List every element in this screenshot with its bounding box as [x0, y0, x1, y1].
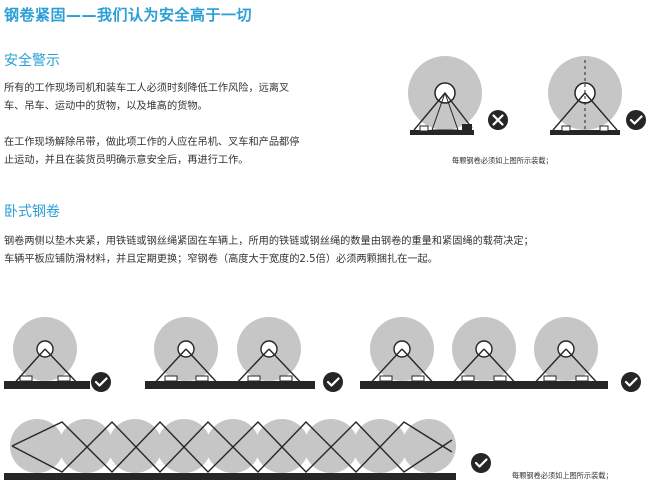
page-title: 钢卷紧固——我们认为安全高于一切: [4, 6, 253, 24]
check-icon: [624, 108, 648, 132]
safety-paragraph-1: 所有的工作现场司机和装车工人必须时刻降低工作风险，远离叉 车、吊车、运动中的货物…: [4, 80, 374, 116]
wrong-loading-diagram: [408, 56, 510, 135]
horizontal-heading: 卧式钢卷: [4, 204, 60, 220]
cross-icon: [486, 108, 510, 132]
safety-paragraph-2: 在工作现场解除吊带，做此项工作的人应在吊机、叉车和产品都停 止运动，并且在装货员…: [4, 134, 374, 170]
check-icon: [469, 451, 493, 475]
coil-chain-diagram: [4, 419, 493, 480]
check-icon: [321, 370, 345, 394]
safety-paragraph-2-line-2: 止运动，并且在装货员明确示意安全后，再进行工作。: [4, 155, 249, 166]
safety-paragraph-2-line-1: 在工作现场解除吊带，做此项工作的人应在吊机、叉车和产品都停: [4, 137, 300, 148]
check-icon: [619, 370, 643, 394]
single-coil-diagram: [4, 317, 113, 394]
safety-paragraph-1-line-1: 所有的工作现场司机和装车工人必须时刻降低工作风险，远离叉: [4, 83, 290, 94]
horizontal-paragraph: 钢卷两侧以垫木夹紧，用铁链或钢丝绳紧固在车辆上，所用的铁链或钢丝绳的数量由钢卷的…: [4, 233, 534, 269]
safety-heading: 安全警示: [4, 53, 60, 69]
check-icon: [89, 370, 113, 394]
horizontal-caption: 每颗钢卷必须如上图所示装载；: [512, 471, 613, 480]
two-coils-diagram: [145, 317, 345, 394]
three-coils-diagram: [360, 317, 643, 394]
horizontal-paragraph-line-2: 车辆平板应铺防滑材料，并且定期更换；窄钢卷（高度大于宽度的2.5倍）必须两颗捆扎…: [4, 254, 438, 265]
horizontal-paragraph-line-1: 钢卷两侧以垫木夹紧，用铁链或钢丝绳紧固在车辆上，所用的铁链或钢丝绳的数量由钢卷的…: [4, 236, 534, 247]
safety-paragraph-1-line-2: 车、吊车、运动中的货物，以及堆高的货物。: [4, 101, 208, 112]
correct-loading-diagram: [548, 56, 648, 135]
safety-caption: 每颗钢卷必须如上图所示装载；: [452, 156, 553, 165]
